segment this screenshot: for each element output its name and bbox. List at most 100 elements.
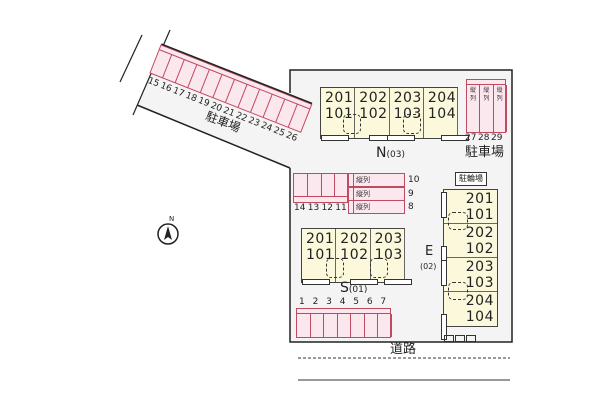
unit-number-lower: 103	[465, 275, 494, 291]
stall-number: 10	[408, 175, 420, 185]
unit-number-lower: 104	[427, 106, 457, 122]
stall-divider	[199, 69, 210, 93]
east-building-code: (02)	[420, 262, 437, 271]
entrance-door	[350, 279, 378, 285]
lot-boundary-line	[161, 43, 313, 105]
stall-number: 11	[335, 203, 347, 213]
stall-divider	[174, 59, 185, 83]
bike-racks	[444, 329, 476, 345]
stall-number: 28	[478, 133, 490, 143]
stairs	[326, 258, 344, 278]
unit-number-upper: 204	[427, 90, 457, 106]
stall-number: 26	[284, 130, 299, 144]
stall-number: 3	[326, 297, 332, 307]
parking-north-label: 駐車場	[465, 145, 505, 160]
road-label: 道路	[390, 342, 417, 357]
parking-stall	[311, 314, 325, 337]
stall-divider	[287, 103, 298, 128]
lot-boundary-line	[136, 104, 291, 169]
stall-number: 13	[307, 203, 320, 213]
parking-stall	[297, 314, 311, 337]
parking-south	[296, 308, 392, 338]
parking-stall	[322, 174, 336, 196]
stall-divider	[275, 98, 286, 123]
unit-number-upper: 202	[359, 90, 388, 106]
unit-number-upper: 202	[340, 231, 369, 247]
stall-number: 19	[196, 96, 211, 110]
unit-number-upper: 202	[465, 225, 494, 241]
stall-divider	[224, 79, 235, 103]
stall-number: 9	[408, 188, 414, 199]
stairs	[370, 258, 388, 278]
stairs	[448, 212, 468, 230]
parallel-label: 縦列	[356, 176, 370, 184]
unit-number-upper: 203	[374, 231, 403, 247]
parallel-label: 縦列	[470, 87, 477, 102]
unit-number-upper: 203	[465, 259, 494, 275]
stall-number: 5	[353, 297, 359, 307]
parking-stall: 縦列	[480, 85, 494, 132]
parking-stall	[378, 314, 392, 337]
stall-number: 2	[312, 297, 319, 307]
stall-divider	[162, 54, 173, 79]
unit-number-lower: 104	[465, 309, 494, 325]
entrance-door	[441, 260, 447, 286]
unit-number-lower: 102	[359, 106, 388, 122]
compass-icon	[157, 223, 179, 245]
parking-stall: 縦列	[467, 85, 481, 132]
stall-divider	[262, 93, 273, 118]
parking-stall: 縦列	[494, 85, 507, 132]
stairs	[343, 114, 361, 134]
parallel-label: 縦列	[356, 203, 370, 211]
stall-number: 14	[294, 203, 306, 213]
stall-divider	[212, 74, 223, 98]
parallel-label: 縦列	[483, 87, 490, 102]
stall-number: 29	[491, 133, 503, 143]
entrance-door	[441, 192, 447, 218]
strip-line	[297, 313, 390, 314]
stall-number: 15	[146, 76, 160, 90]
strip-line	[294, 196, 347, 197]
stall-divider	[237, 84, 248, 108]
strip-line	[467, 84, 505, 85]
unit-number-lower: 101	[465, 207, 494, 223]
stairs	[448, 282, 468, 300]
entrance-door	[302, 279, 330, 285]
parallel-label: 縦列	[356, 189, 370, 198]
stall-number: 8	[408, 202, 414, 212]
stall-number: 4	[339, 297, 346, 307]
strip-line	[353, 173, 354, 213]
stall-number: 12	[321, 203, 333, 213]
north-building-label: N(03)	[376, 145, 405, 161]
parking-stall	[308, 174, 322, 196]
parking-stall	[338, 314, 352, 337]
stall-number: 16	[159, 81, 174, 95]
unit-number-upper: 204	[465, 293, 494, 309]
entrance-door	[387, 135, 415, 141]
stall-number: 7	[380, 297, 387, 307]
unit-number-upper: 201	[325, 90, 354, 106]
unit-number-upper: 201	[465, 191, 494, 207]
unit-number-lower: 102	[465, 241, 494, 257]
parking-ne: 縦列縦列縦列	[466, 79, 507, 133]
unit-number-upper: 203	[393, 90, 422, 106]
parallel-label: 縦列	[496, 87, 503, 102]
stall-divider	[187, 64, 198, 88]
stall-number: 21	[222, 106, 236, 120]
stall-number: 23	[247, 116, 261, 130]
parking-mid-left	[293, 173, 349, 203]
parking-stall	[335, 174, 349, 196]
entrance-door	[321, 135, 349, 141]
entrance-door	[441, 135, 469, 141]
